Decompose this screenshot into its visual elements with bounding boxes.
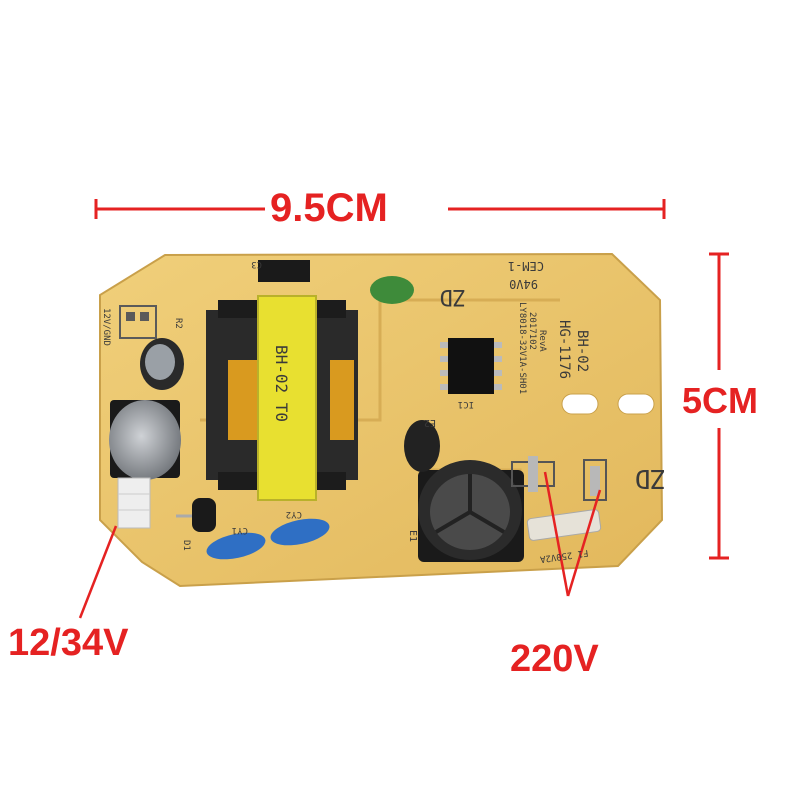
silk-cert-code: CEM-1 [508,259,544,273]
silk-e1: E1 [407,530,418,542]
silk-model-2: BH-02 [574,330,590,372]
smd-component [258,260,310,282]
silk-grade: 94V0 [509,277,538,291]
capacitor-e2 [404,420,440,472]
left-callout-arrow [78,525,118,619]
mounting-slot [617,393,655,415]
silk-ic-ref: IC1 [458,399,474,409]
output-voltage-label: 12/34V [8,622,129,664]
mounting-slot [561,393,599,415]
silk-brand-top: ZD [440,284,467,309]
silk-r2: R2 [173,318,183,329]
y-capacitor-cy1 [206,532,266,560]
input-voltage-label: 220V [510,638,599,680]
silk-revision: RevA [537,330,547,352]
capacitor-small-left [140,338,184,390]
transformer [206,295,358,501]
silk-d1: D1 [181,540,191,551]
pcb-board [99,252,664,588]
width-dimension-line [94,199,666,219]
silk-brand-right: ZD [635,463,666,493]
silk-e2: E2 [424,417,436,428]
fuse [526,509,602,541]
height-dimension-label: 5CM [682,380,759,421]
y-capacitor-cy2 [270,518,330,546]
silk-board-code: LY8018-32V1A-SH01 [517,302,527,394]
height-dimension-line [709,252,729,560]
input-terminal-l [583,459,607,501]
silk-date-code: 2017102 [527,312,537,350]
width-dimension-label: 9.5CM [270,186,388,230]
capacitor-large-left [109,400,181,480]
green-capacitor [370,276,414,304]
capacitor-e1 [418,460,524,562]
input-terminal-n [511,456,555,492]
silk-c3: C3 [251,259,262,269]
silk-output-pins: 12V/GND [101,308,111,346]
silk-transformer-text: BH-02 T0 [272,345,291,422]
right-callout-arrows [543,471,602,597]
silk-model-1: HG-1176 [556,320,572,379]
output-pad-block [119,305,157,339]
output-connector [117,477,151,529]
diode-d1 [176,498,216,532]
silk-cy2: CY2 [286,509,302,519]
ic-chip [440,338,502,394]
silk-cy1: CY1 [232,525,248,535]
